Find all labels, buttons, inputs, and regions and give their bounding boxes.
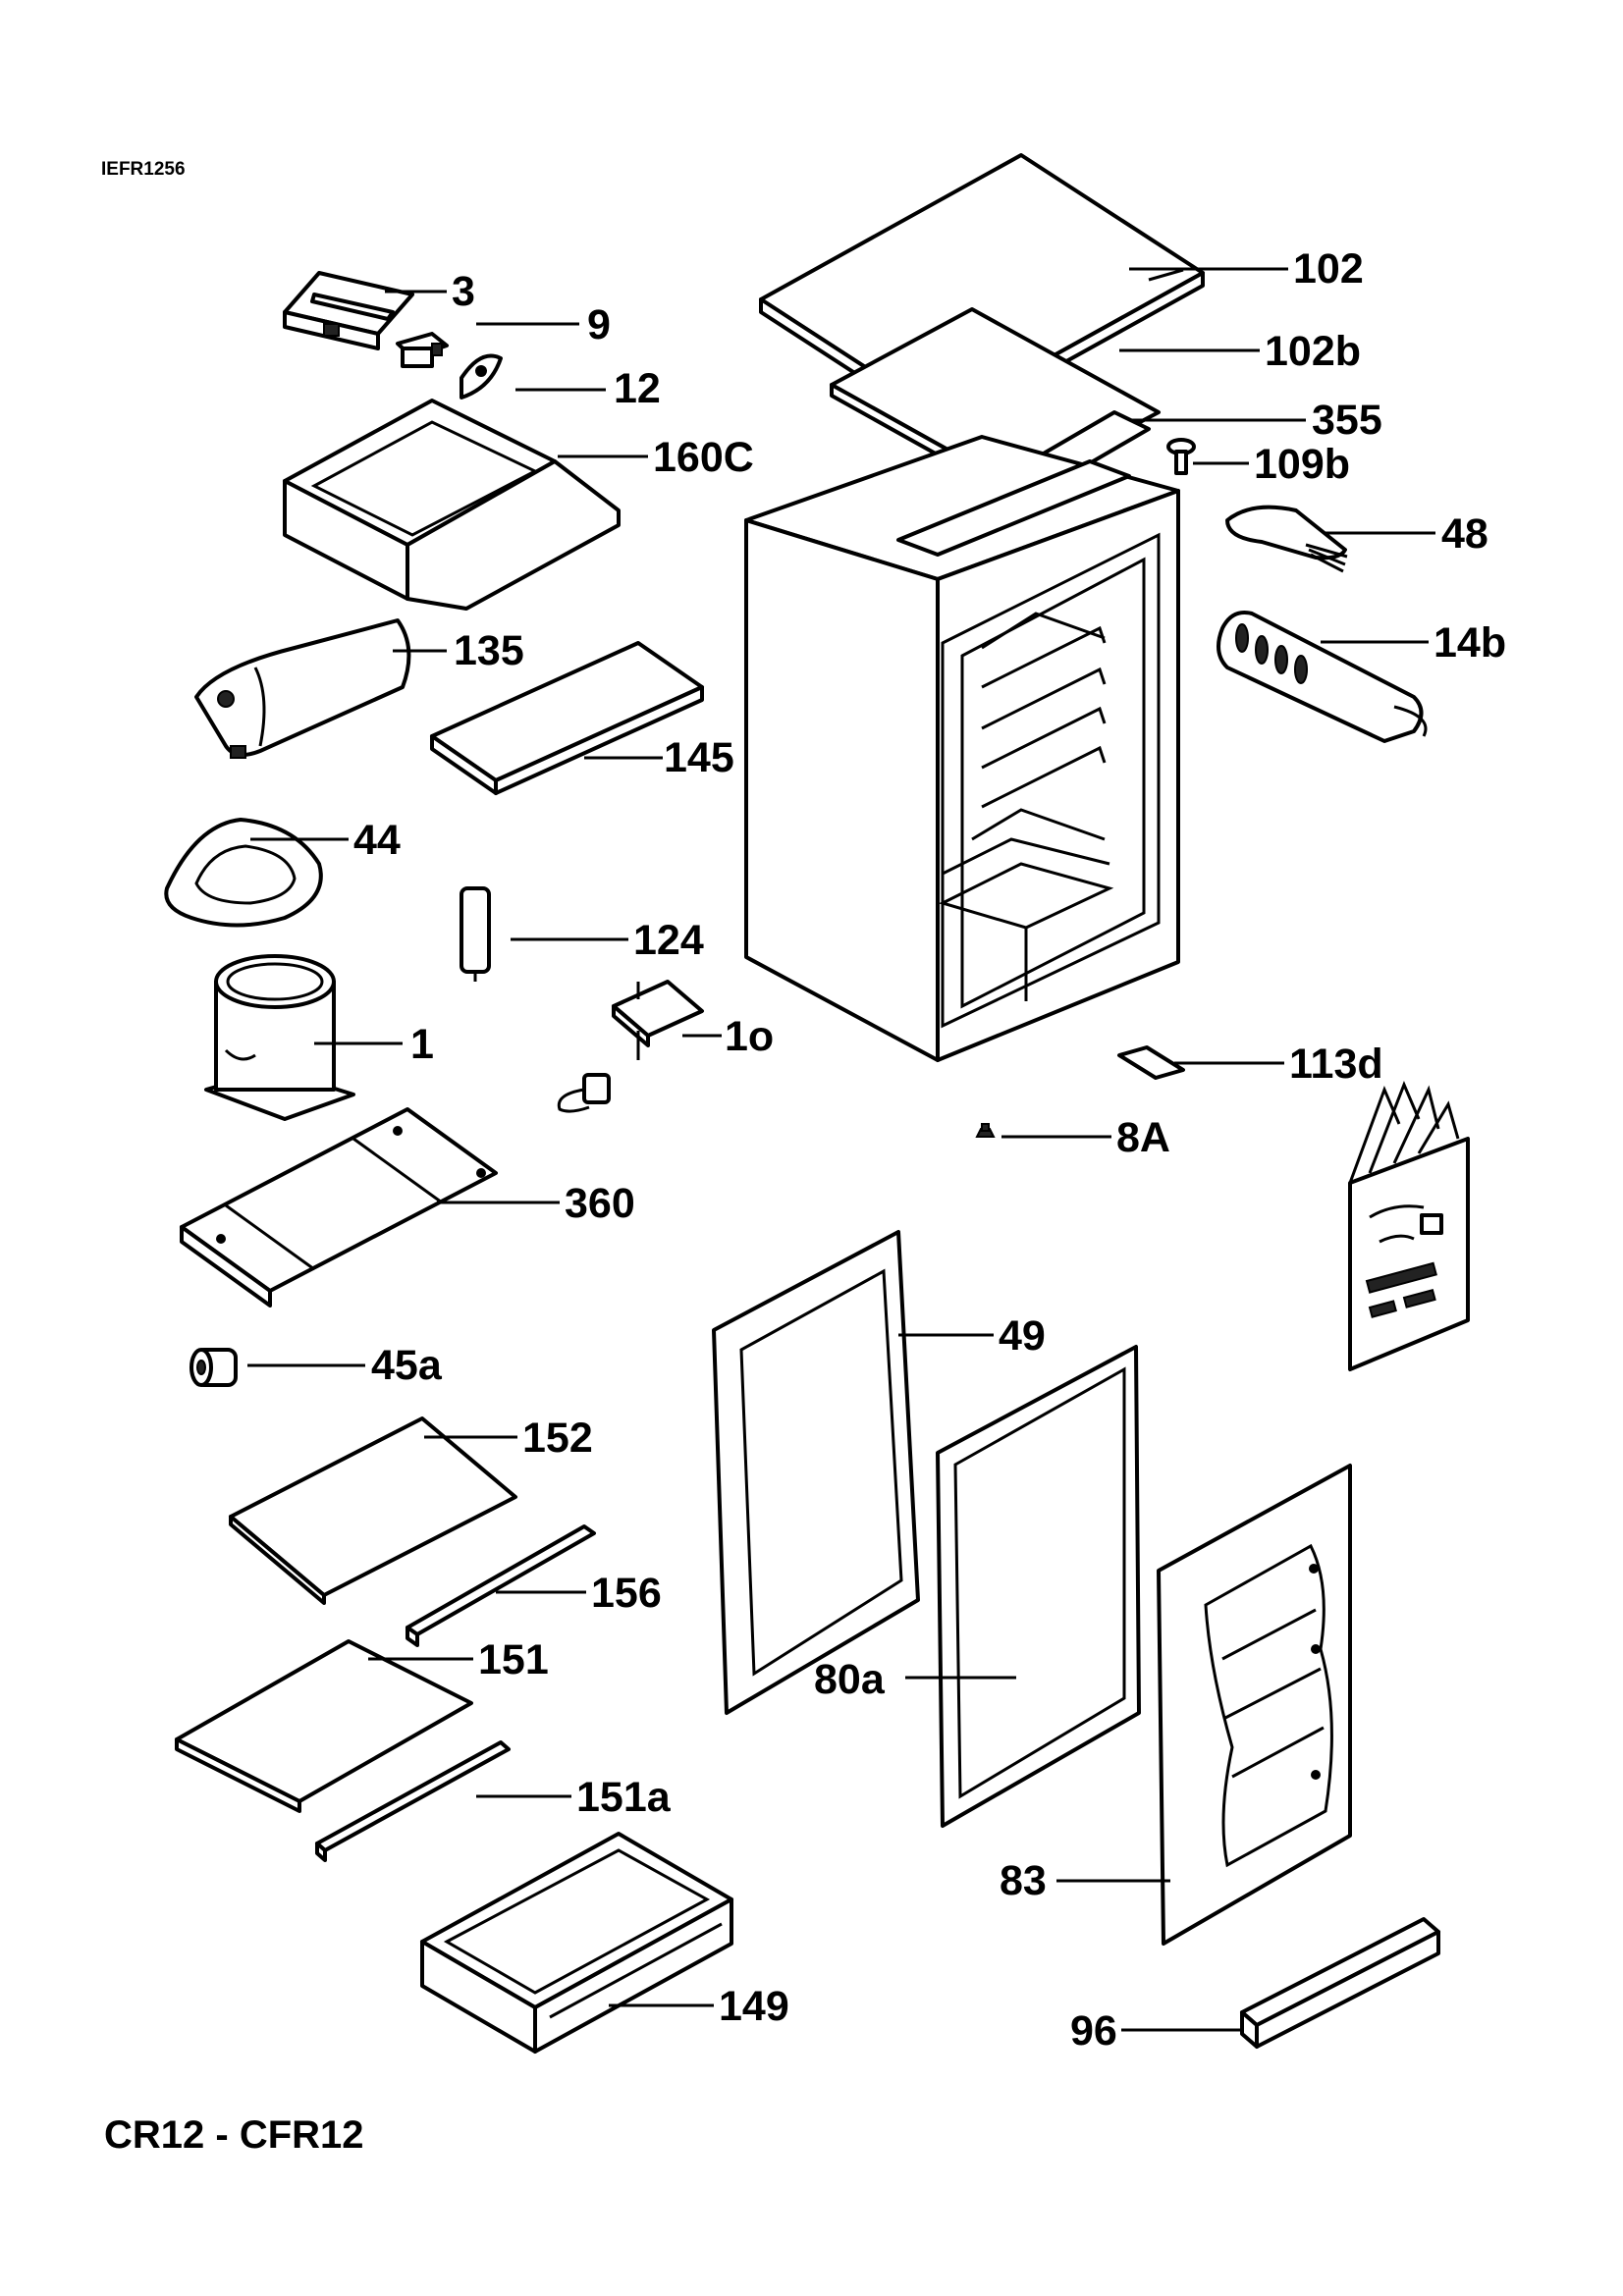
callout-109b: 109b: [1254, 441, 1350, 488]
part-12-knob: [460, 353, 503, 400]
part-151-crisper-cover: [175, 1639, 473, 1813]
callout-1: 1: [410, 1021, 434, 1068]
part-49-door-frame: [712, 1230, 920, 1715]
part-149-crisper-drawer: [420, 1832, 733, 2054]
callout-145: 145: [664, 734, 734, 781]
callout-3: 3: [452, 268, 475, 315]
callout-156: 156: [591, 1570, 662, 1617]
part-1-compressor: [204, 954, 355, 1121]
callout-149: 149: [719, 1983, 789, 2030]
callout-14b: 14b: [1434, 619, 1506, 667]
part-151a-cover-trim: [315, 1740, 511, 1862]
callout-355: 355: [1312, 397, 1382, 444]
callout-360: 360: [565, 1180, 635, 1227]
part-124-relay: [460, 886, 491, 982]
part-14b-handle: [1217, 611, 1428, 743]
callout-9: 9: [587, 301, 611, 348]
callout-113d: 113d: [1289, 1041, 1383, 1088]
callout-8a: 8A: [1116, 1114, 1170, 1161]
callout-102b: 102b: [1265, 328, 1361, 375]
part-8a-screw: [975, 1123, 996, 1138]
part-152-glass-shelf: [229, 1416, 517, 1605]
part-156-shelf-trim: [406, 1524, 596, 1647]
part-360-base-plate: [180, 1107, 498, 1308]
part-135-lamp-housing: [194, 618, 411, 759]
part-48-ice-tray: [1225, 505, 1348, 573]
callout-152: 152: [522, 1415, 593, 1462]
callout-45a: 45a: [371, 1342, 443, 1389]
callout-83: 83: [1000, 1857, 1047, 1904]
callout-80a: 80a: [814, 1656, 886, 1703]
part-80a-door-gasket: [936, 1345, 1141, 1828]
callout-10: 1o: [725, 1013, 774, 1060]
part-160c-evaporator-tray: [283, 399, 621, 611]
callout-151: 151: [478, 1636, 549, 1683]
callout-96: 96: [1070, 2007, 1117, 2055]
callout-44: 44: [353, 817, 401, 864]
part-96-kick-plate: [1240, 1917, 1440, 2049]
callout-102: 102: [1293, 245, 1364, 293]
part-10-thermostat: [557, 980, 704, 1113]
callout-124: 124: [633, 917, 704, 964]
part-113d-label: [1117, 1045, 1185, 1080]
part-145-shelf: [430, 641, 704, 795]
part-109b-screw: [1166, 438, 1196, 475]
callout-49: 49: [999, 1312, 1046, 1360]
part-83-door-liner: [1157, 1464, 1352, 1946]
cabinet-body: [744, 435, 1180, 1062]
callout-135: 135: [454, 627, 524, 674]
callout-12: 12: [614, 365, 661, 412]
model-title: CR12 - CFR12: [104, 2113, 364, 2157]
callout-151a: 151a: [576, 1774, 672, 1821]
part-45a-foot: [189, 1348, 238, 1387]
doc-reference: IEFR1256: [101, 159, 186, 180]
part-9-switch: [396, 332, 449, 368]
instruction-booklet: [1348, 1081, 1470, 1371]
part-3-thermostat-bracket: [283, 271, 414, 350]
part-44-grommet: [164, 818, 323, 928]
callout-160c: 160C: [653, 434, 754, 481]
callout-48: 48: [1441, 510, 1488, 558]
